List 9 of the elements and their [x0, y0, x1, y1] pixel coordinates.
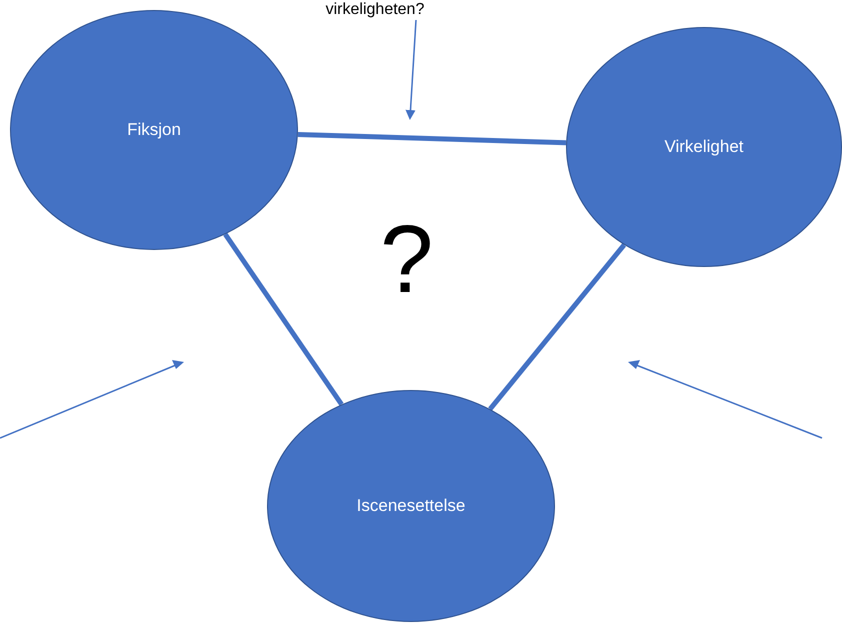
connector-line — [298, 132, 566, 146]
arrow — [406, 20, 417, 120]
ellipse-node: Virkelighet — [566, 27, 842, 267]
connector-line — [223, 232, 344, 406]
ellipse-node: Iscenesettelse — [267, 390, 555, 622]
note-text: virkeligheten? — [300, 0, 450, 20]
connector-line — [488, 243, 626, 411]
ellipse-node: Fiksjon — [10, 10, 298, 250]
question-mark: ? — [380, 212, 434, 308]
